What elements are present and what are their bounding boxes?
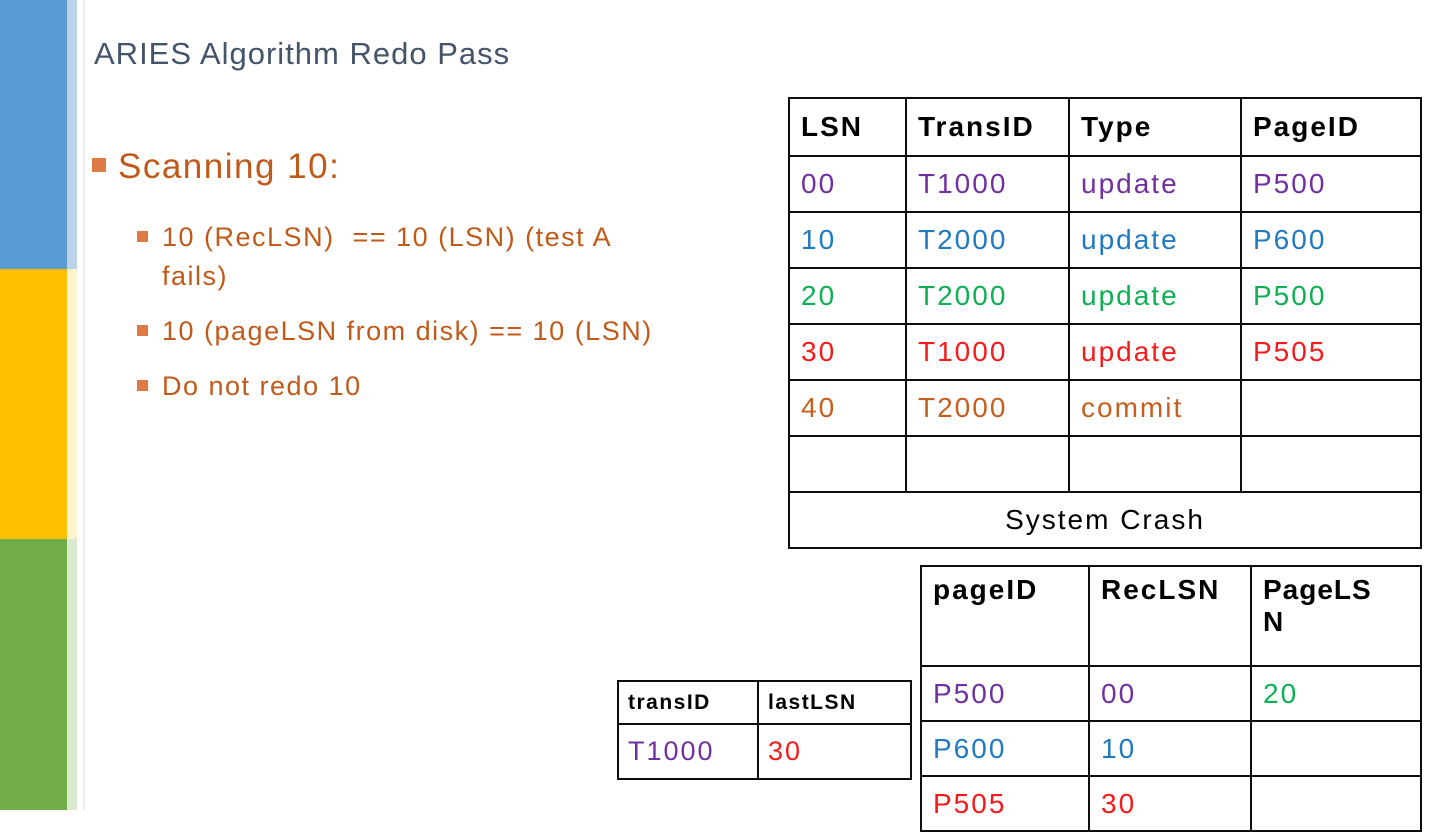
sub-bullet-list: 10 (RecLSN) == 10 (LSN) (test A fails) 1… bbox=[137, 218, 797, 422]
pageid-cell: P505 bbox=[1240, 323, 1422, 381]
dpt-row: P505 30 bbox=[920, 775, 1422, 832]
reclsn-cell: 00 bbox=[1088, 665, 1252, 722]
reclsn-cell: 10 bbox=[1088, 720, 1252, 777]
log-header-row: LSN TransID Type PageID bbox=[788, 97, 1422, 157]
pageid-cell bbox=[1240, 435, 1422, 493]
pageid-cell: P505 bbox=[920, 775, 1090, 832]
tt-header-lastlsn: lastLSN bbox=[757, 680, 912, 725]
sidebar-bar-green bbox=[0, 539, 67, 810]
dpt-row: P600 10 bbox=[920, 720, 1422, 777]
tt-header-row: transID lastLSN bbox=[617, 680, 912, 725]
transaction-table: transID lastLSN T1000 30 bbox=[617, 680, 912, 780]
lsn-cell: 30 bbox=[788, 323, 907, 381]
list-item: Do not redo 10 bbox=[137, 367, 797, 406]
type-cell bbox=[1068, 435, 1242, 493]
pagelsn-cell bbox=[1250, 775, 1422, 832]
sidebar-bar-yellow bbox=[0, 269, 67, 539]
pagelsn-cell bbox=[1250, 720, 1422, 777]
square-bullet-icon bbox=[137, 380, 148, 391]
type-cell: commit bbox=[1068, 379, 1242, 437]
transid-cell: T1000 bbox=[617, 723, 759, 780]
log-header-pageid: PageID bbox=[1240, 97, 1422, 157]
bullet-heading-label: Scanning 10: bbox=[118, 147, 341, 186]
lsn-cell bbox=[788, 435, 907, 493]
lsn-cell: 20 bbox=[788, 267, 907, 325]
pageid-cell: P600 bbox=[920, 720, 1090, 777]
log-table: LSN TransID Type PageID 00 T1000 update … bbox=[788, 97, 1422, 549]
log-footer-row: System Crash bbox=[788, 491, 1422, 549]
sub-bullet-text: Do not redo 10 bbox=[162, 371, 362, 401]
sidebar-strip-blue-light bbox=[67, 0, 77, 269]
pageid-cell: P500 bbox=[1240, 155, 1422, 213]
type-cell: update bbox=[1068, 155, 1242, 213]
log-header-transid: TransID bbox=[905, 97, 1070, 157]
transid-cell: T1000 bbox=[905, 155, 1070, 213]
log-header-type: Type bbox=[1068, 97, 1242, 157]
square-bullet-icon bbox=[137, 325, 148, 336]
page-title: ARIES Algorithm Redo Pass bbox=[94, 36, 511, 71]
list-item: 10 (RecLSN) == 10 (LSN) (test A fails) bbox=[137, 218, 797, 296]
log-header-lsn: LSN bbox=[788, 97, 907, 157]
dpt-header-pageid: pageID bbox=[920, 565, 1090, 667]
sidebar-strip-green-light bbox=[67, 539, 77, 810]
log-row: 20 T2000 update P500 bbox=[788, 267, 1422, 325]
lsn-cell: 10 bbox=[788, 211, 907, 269]
bullet-heading: Scanning 10: bbox=[92, 144, 340, 190]
pageid-cell: P600 bbox=[1240, 211, 1422, 269]
slide-edge-divider bbox=[83, 0, 85, 810]
dpt-header-reclsn: RecLSN bbox=[1088, 565, 1252, 667]
dirty-page-table: pageID RecLSN PageLSN P500 00 20 P600 10… bbox=[920, 565, 1422, 832]
sub-bullet-text: 10 (pageLSN from disk) == 10 (LSN) bbox=[162, 316, 653, 346]
lsn-cell: 00 bbox=[788, 155, 907, 213]
type-cell: update bbox=[1068, 267, 1242, 325]
sidebar-strip-yellow-light bbox=[67, 269, 77, 539]
transid-cell: T2000 bbox=[905, 379, 1070, 437]
tt-row: T1000 30 bbox=[617, 723, 912, 780]
system-crash-cell: System Crash bbox=[788, 491, 1422, 549]
transid-cell: T2000 bbox=[905, 211, 1070, 269]
lsn-cell: 40 bbox=[788, 379, 907, 437]
log-row: 10 T2000 update P600 bbox=[788, 211, 1422, 269]
type-cell: update bbox=[1068, 211, 1242, 269]
transid-cell: T1000 bbox=[905, 323, 1070, 381]
square-bullet-icon bbox=[92, 158, 106, 172]
transid-cell: T2000 bbox=[905, 267, 1070, 325]
square-bullet-icon bbox=[137, 231, 148, 242]
pageid-cell: P500 bbox=[920, 665, 1090, 722]
lastlsn-cell: 30 bbox=[757, 723, 912, 780]
reclsn-cell: 30 bbox=[1088, 775, 1252, 832]
dpt-row: P500 00 20 bbox=[920, 665, 1422, 722]
type-cell: update bbox=[1068, 323, 1242, 381]
transid-cell bbox=[905, 435, 1070, 493]
log-row-empty bbox=[788, 435, 1422, 493]
log-row: 00 T1000 update P500 bbox=[788, 155, 1422, 213]
tt-header-transid: transID bbox=[617, 680, 759, 725]
dpt-header-row: pageID RecLSN PageLSN bbox=[920, 565, 1422, 667]
sidebar-bar-blue bbox=[0, 0, 67, 269]
pageid-cell: P500 bbox=[1240, 267, 1422, 325]
log-row: 40 T2000 commit bbox=[788, 379, 1422, 437]
log-row: 30 T1000 update P505 bbox=[788, 323, 1422, 381]
list-item: 10 (pageLSN from disk) == 10 (LSN) bbox=[137, 312, 797, 351]
pageid-cell bbox=[1240, 379, 1422, 437]
sub-bullet-text: 10 (RecLSN) == 10 (LSN) (test A fails) bbox=[162, 222, 613, 291]
dpt-header-pagelsn: PageLSN bbox=[1250, 565, 1422, 667]
pagelsn-cell: 20 bbox=[1250, 665, 1422, 722]
